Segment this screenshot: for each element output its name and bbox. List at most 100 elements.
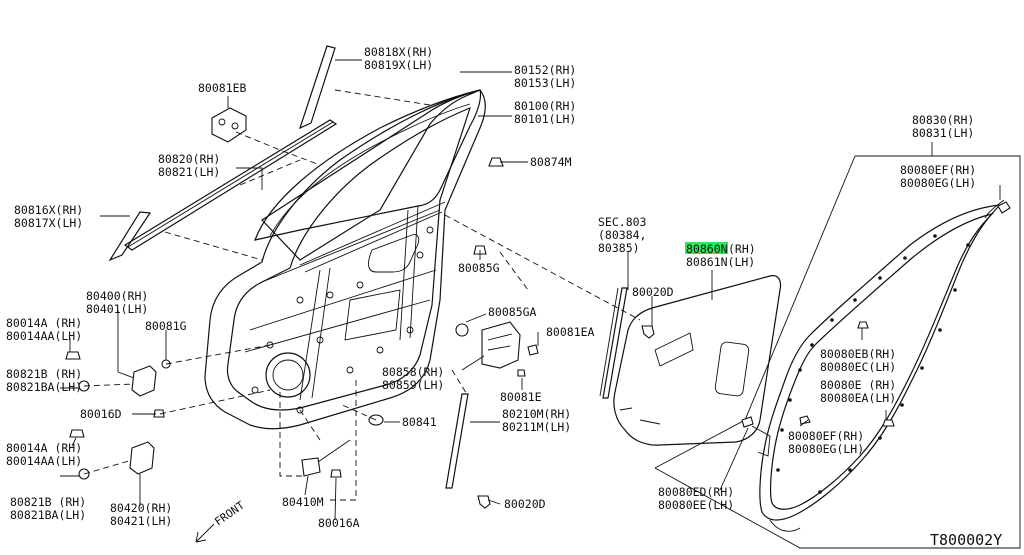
label-80831: 80831(LH) — [912, 126, 974, 140]
door-hinge-lower-80420 — [129, 441, 155, 475]
door-check-arm — [317, 439, 351, 463]
label-80080ec: 80080EC(LH) — [820, 360, 896, 374]
plug-80085ga — [455, 323, 469, 337]
bolt-80016d — [153, 409, 165, 418]
label-80016a: 80016A — [318, 516, 360, 530]
label-80020d-bot: 80020D — [504, 497, 546, 511]
diagram-reference-id: T800002Y — [930, 531, 1002, 549]
label-80816x: 80816X(RH) — [14, 203, 83, 217]
label-sec803-ref2: 80385) — [598, 241, 640, 255]
dashed-alignment-lines — [83, 89, 641, 501]
front-direction-label: FRONT — [212, 499, 247, 529]
clip-80080ed — [741, 416, 754, 428]
weatherstrip-clips — [776, 234, 970, 494]
door-inner-holes — [251, 226, 434, 414]
sash-molding-80818x — [299, 45, 336, 130]
label-80014a-bot: 80014A (RH) — [6, 441, 82, 455]
label-80821ba-bot: 80821BA(LH) — [10, 508, 86, 522]
part-labels: 80818X(RH) 80819X(LH) 80152(RH) 80153(LH… — [6, 45, 976, 530]
label-80101: 80101(LH) — [514, 112, 576, 126]
label-80152: 80152(RH) — [514, 63, 576, 77]
label-80080ef-top: 80080EF(RH) — [900, 163, 976, 177]
door-weatherstrip — [759, 204, 1002, 521]
front-arrow-icon — [195, 523, 215, 543]
label-80821ba-top: 80821BA(LH) — [6, 380, 82, 394]
door-belt-line — [299, 201, 446, 273]
label-80860n-rh: (RH) — [728, 242, 756, 256]
door-inner-beam — [244, 209, 441, 353]
label-80821: 80821(LH) — [158, 165, 220, 179]
label-80874m: 80874M — [530, 155, 572, 169]
label-80080ea: 80080EA(LH) — [820, 391, 896, 405]
door-lock-80858 — [481, 321, 521, 369]
label-80819x: 80819X(LH) — [364, 58, 433, 72]
sealing-screen-80860n — [613, 275, 782, 446]
window-regulator-80210m — [445, 393, 469, 489]
clip-80081ea — [527, 344, 539, 356]
label-80020d-top: 80020D — [632, 285, 674, 299]
label-80080e: 80080E (RH) — [820, 378, 896, 392]
belt-molding-80820 — [123, 119, 338, 251]
clip-80020d-bot — [477, 495, 491, 509]
label-80830: 80830(RH) — [912, 113, 974, 127]
label-80081g: 80081G — [145, 319, 187, 333]
label-sec803-ref1: (80384, — [598, 228, 646, 242]
label-80016d: 80016D — [80, 407, 122, 421]
label-80817x: 80817X(LH) — [14, 216, 83, 230]
label-80085ga: 80085GA — [488, 305, 537, 319]
speaker-hole-inner — [272, 359, 304, 391]
label-80080ed: 80080ED(RH) — [658, 485, 734, 499]
door-regulator-rail-right — [399, 205, 419, 341]
clip-80080eb — [857, 321, 869, 329]
label-80081ea: 80081EA — [546, 325, 595, 339]
door-inner-cutout1 — [368, 234, 420, 273]
label-80821b-top: 80821B (RH) — [6, 367, 82, 381]
label-80401: 80401(LH) — [86, 302, 148, 316]
label-80100: 80100(RH) — [514, 99, 576, 113]
door-check-link-80410m — [301, 457, 321, 477]
label-80410m: 80410M — [282, 495, 324, 509]
weatherstrip-lip — [769, 199, 1005, 532]
label-80858: 80858(RH) — [382, 365, 444, 379]
door-glass-run-80152 — [261, 89, 481, 261]
label-80420: 80420(RH) — [110, 501, 172, 515]
screen-edge — [619, 407, 661, 425]
label-80859: 80859(LH) — [382, 378, 444, 392]
clip-80080ef-top — [997, 201, 1011, 214]
door-inner-panel — [226, 106, 471, 411]
label-80081e: 80081E — [500, 390, 542, 404]
door-weatherstrip-inner — [769, 212, 994, 510]
leader-lines — [60, 59, 1001, 521]
label-80421: 80421(LH) — [110, 514, 172, 528]
door-lock-detail — [487, 333, 513, 351]
door-shell-80100 — [204, 89, 486, 430]
label-80821b-bot: 80821B (RH) — [10, 495, 86, 509]
sash-channel-sec803-edge — [599, 287, 619, 397]
screen-cutout-small — [654, 332, 694, 367]
label-80210m: 80210M(RH) — [502, 407, 571, 421]
label-80400: 80400(RH) — [86, 289, 148, 303]
label-sec803: SEC.803 — [598, 215, 647, 229]
label-80818x: 80818X(RH) — [364, 45, 433, 59]
belt-molding-80820-line — [127, 121, 334, 248]
clip-80080ef-bot — [799, 415, 811, 425]
label-80014aa-top: 80014AA(LH) — [6, 329, 82, 343]
label-80841: 80841 — [402, 415, 437, 429]
grommet-80874m — [488, 157, 504, 167]
clip-80080e — [882, 419, 895, 427]
label-80080eg-top: 80080EG(LH) — [900, 176, 976, 190]
label-80820: 80820(RH) — [158, 152, 220, 166]
label-80080ee: 80080EE(LH) — [658, 498, 734, 512]
bolt-80014a-bot — [69, 429, 85, 438]
door-hinge-upper-80400 — [131, 365, 157, 397]
label-80153: 80153(LH) — [514, 76, 576, 90]
label-80080ef-bot: 80080EF(RH) — [788, 429, 864, 443]
label-80211m: 80211M(LH) — [502, 420, 571, 434]
label-80080eg-bot: 80080EG(LH) — [788, 442, 864, 456]
clip-80081eb — [211, 107, 247, 143]
label-80860n[interactable]: 80860N — [686, 242, 728, 256]
bolt-80016a — [330, 469, 342, 478]
sash-molding-80816x — [108, 211, 152, 262]
